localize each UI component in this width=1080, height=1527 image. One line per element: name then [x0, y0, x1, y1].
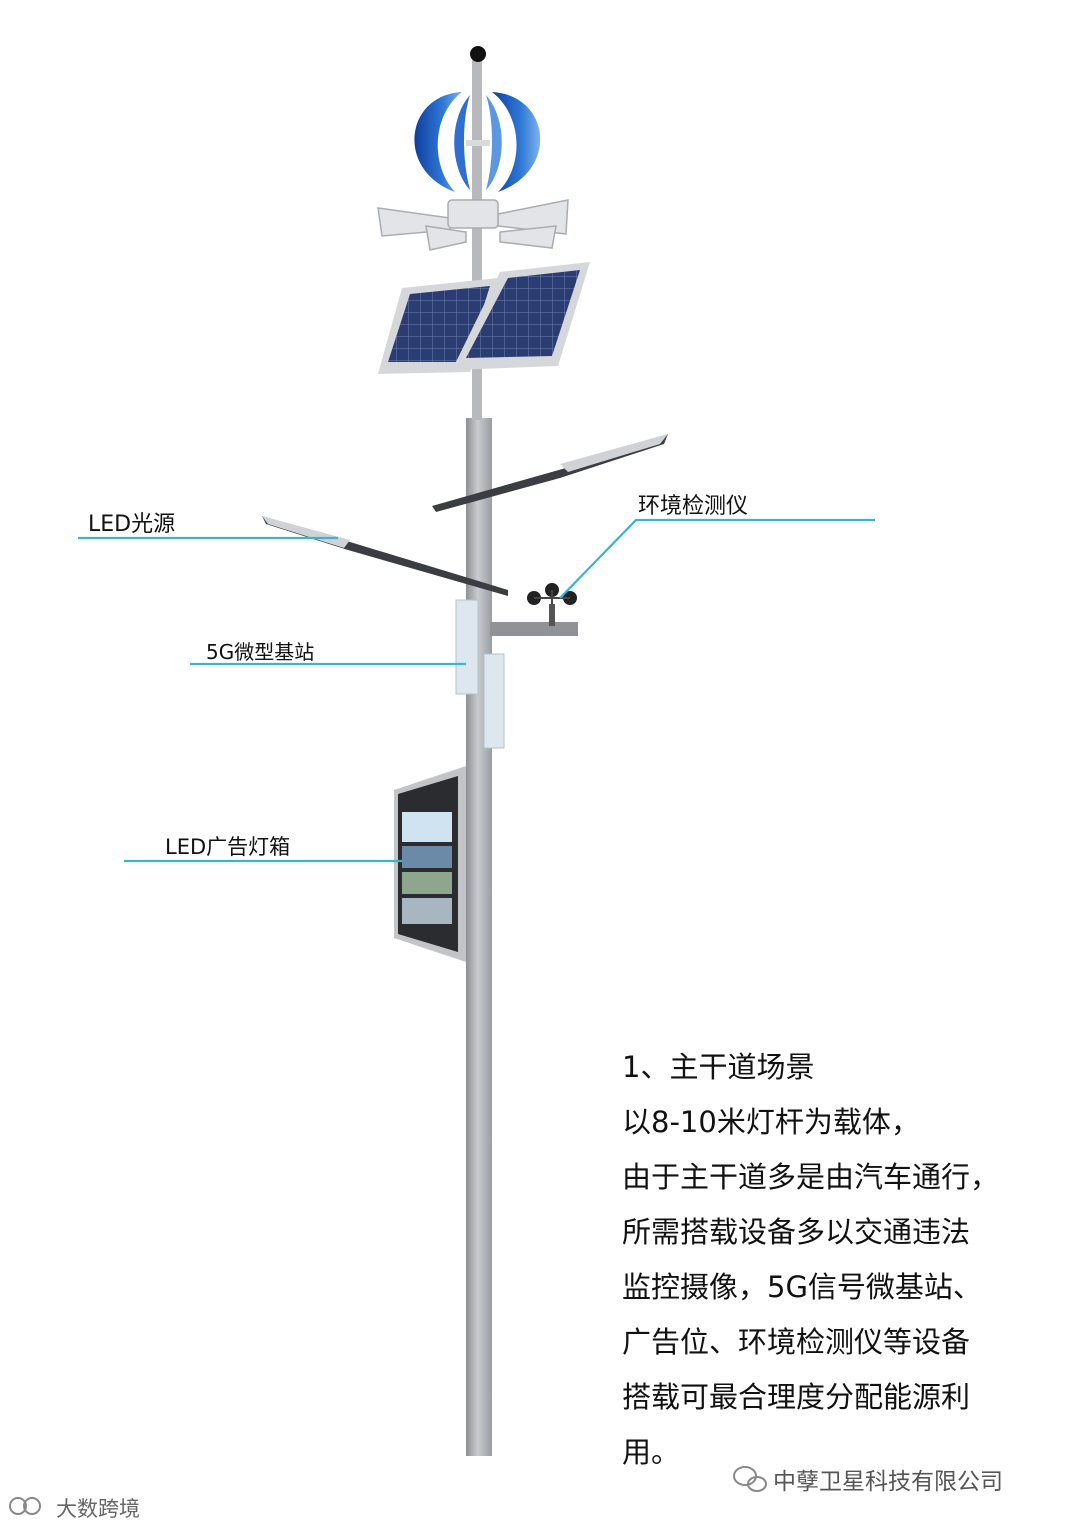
horn-speakers: [377, 199, 569, 251]
description-line: 以8-10米灯杆为载体，: [622, 1105, 920, 1139]
callout-env-monitor: [559, 518, 875, 599]
5g-base-station-units: [455, 599, 505, 749]
description-line: 用。: [622, 1435, 681, 1469]
watermark-company: 中孽卫星科技有限公司: [725, 1462, 1003, 1496]
label-env-monitor: 环境检测仪: [638, 494, 749, 519]
description-line: 由于主干道多是由汽车通行，: [622, 1160, 1000, 1194]
brand-logo-icon: [9, 1497, 41, 1515]
description-line: 监控摄像，5G信号微基站、: [622, 1270, 982, 1304]
callout-lines: [78, 518, 875, 863]
wind-turbine: [414, 92, 541, 192]
scene-description: 1、主干道场景 以8-10米灯杆为载体， 由于主干道多是由汽车通行， 所需搭载设…: [622, 1040, 1062, 1480]
label-5g-station: 5G微型基站: [206, 640, 315, 664]
description-line: 1、主干道场景: [622, 1050, 815, 1084]
watermark-brand: 大数跨境: [6, 1493, 140, 1523]
top-sensor-ball: [470, 46, 486, 62]
led-ad-lightbox: [394, 766, 466, 962]
description-line: 搭载可最合理度分配能源利: [622, 1380, 971, 1414]
main-pole: [466, 60, 492, 1456]
environment-monitor-device: [490, 583, 578, 636]
wechat-icon: [733, 1466, 767, 1492]
upper-led-arm: [432, 434, 668, 512]
label-led-light: LED光源: [88, 512, 176, 537]
lower-led-arm: [262, 516, 508, 596]
label-ad-box: LED广告灯箱: [165, 835, 291, 859]
watermark-brand-text: 大数跨境: [56, 1497, 140, 1521]
description-line: 所需搭载设备多以交通违法: [622, 1215, 971, 1249]
description-line: 广告位、环境检测仪等设备: [622, 1325, 971, 1359]
watermark-company-text: 中孽卫星科技有限公司: [773, 1469, 1003, 1495]
solar-panels: [378, 262, 590, 374]
